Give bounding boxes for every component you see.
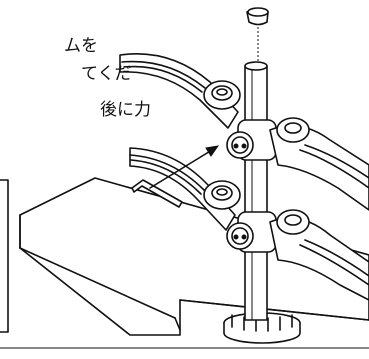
desk <box>0 177 369 349</box>
allen-key <box>131 179 183 208</box>
pole <box>244 61 268 321</box>
lower-collar <box>226 211 277 253</box>
note-box <box>0 179 9 333</box>
pointer-arrow <box>149 145 220 189</box>
instruction-line-3: 後に力 <box>100 100 151 120</box>
pole-base <box>223 312 301 344</box>
upper-right-arm <box>269 117 369 211</box>
instruction-line-2: てくだ <box>81 64 132 84</box>
upper-left-arm <box>119 53 241 129</box>
lower-right-arm <box>269 209 369 301</box>
upper-collar <box>226 119 277 161</box>
instruction-line-1: ムを <box>64 36 98 56</box>
lower-left-arm <box>129 147 241 231</box>
pole-cap <box>246 7 269 62</box>
